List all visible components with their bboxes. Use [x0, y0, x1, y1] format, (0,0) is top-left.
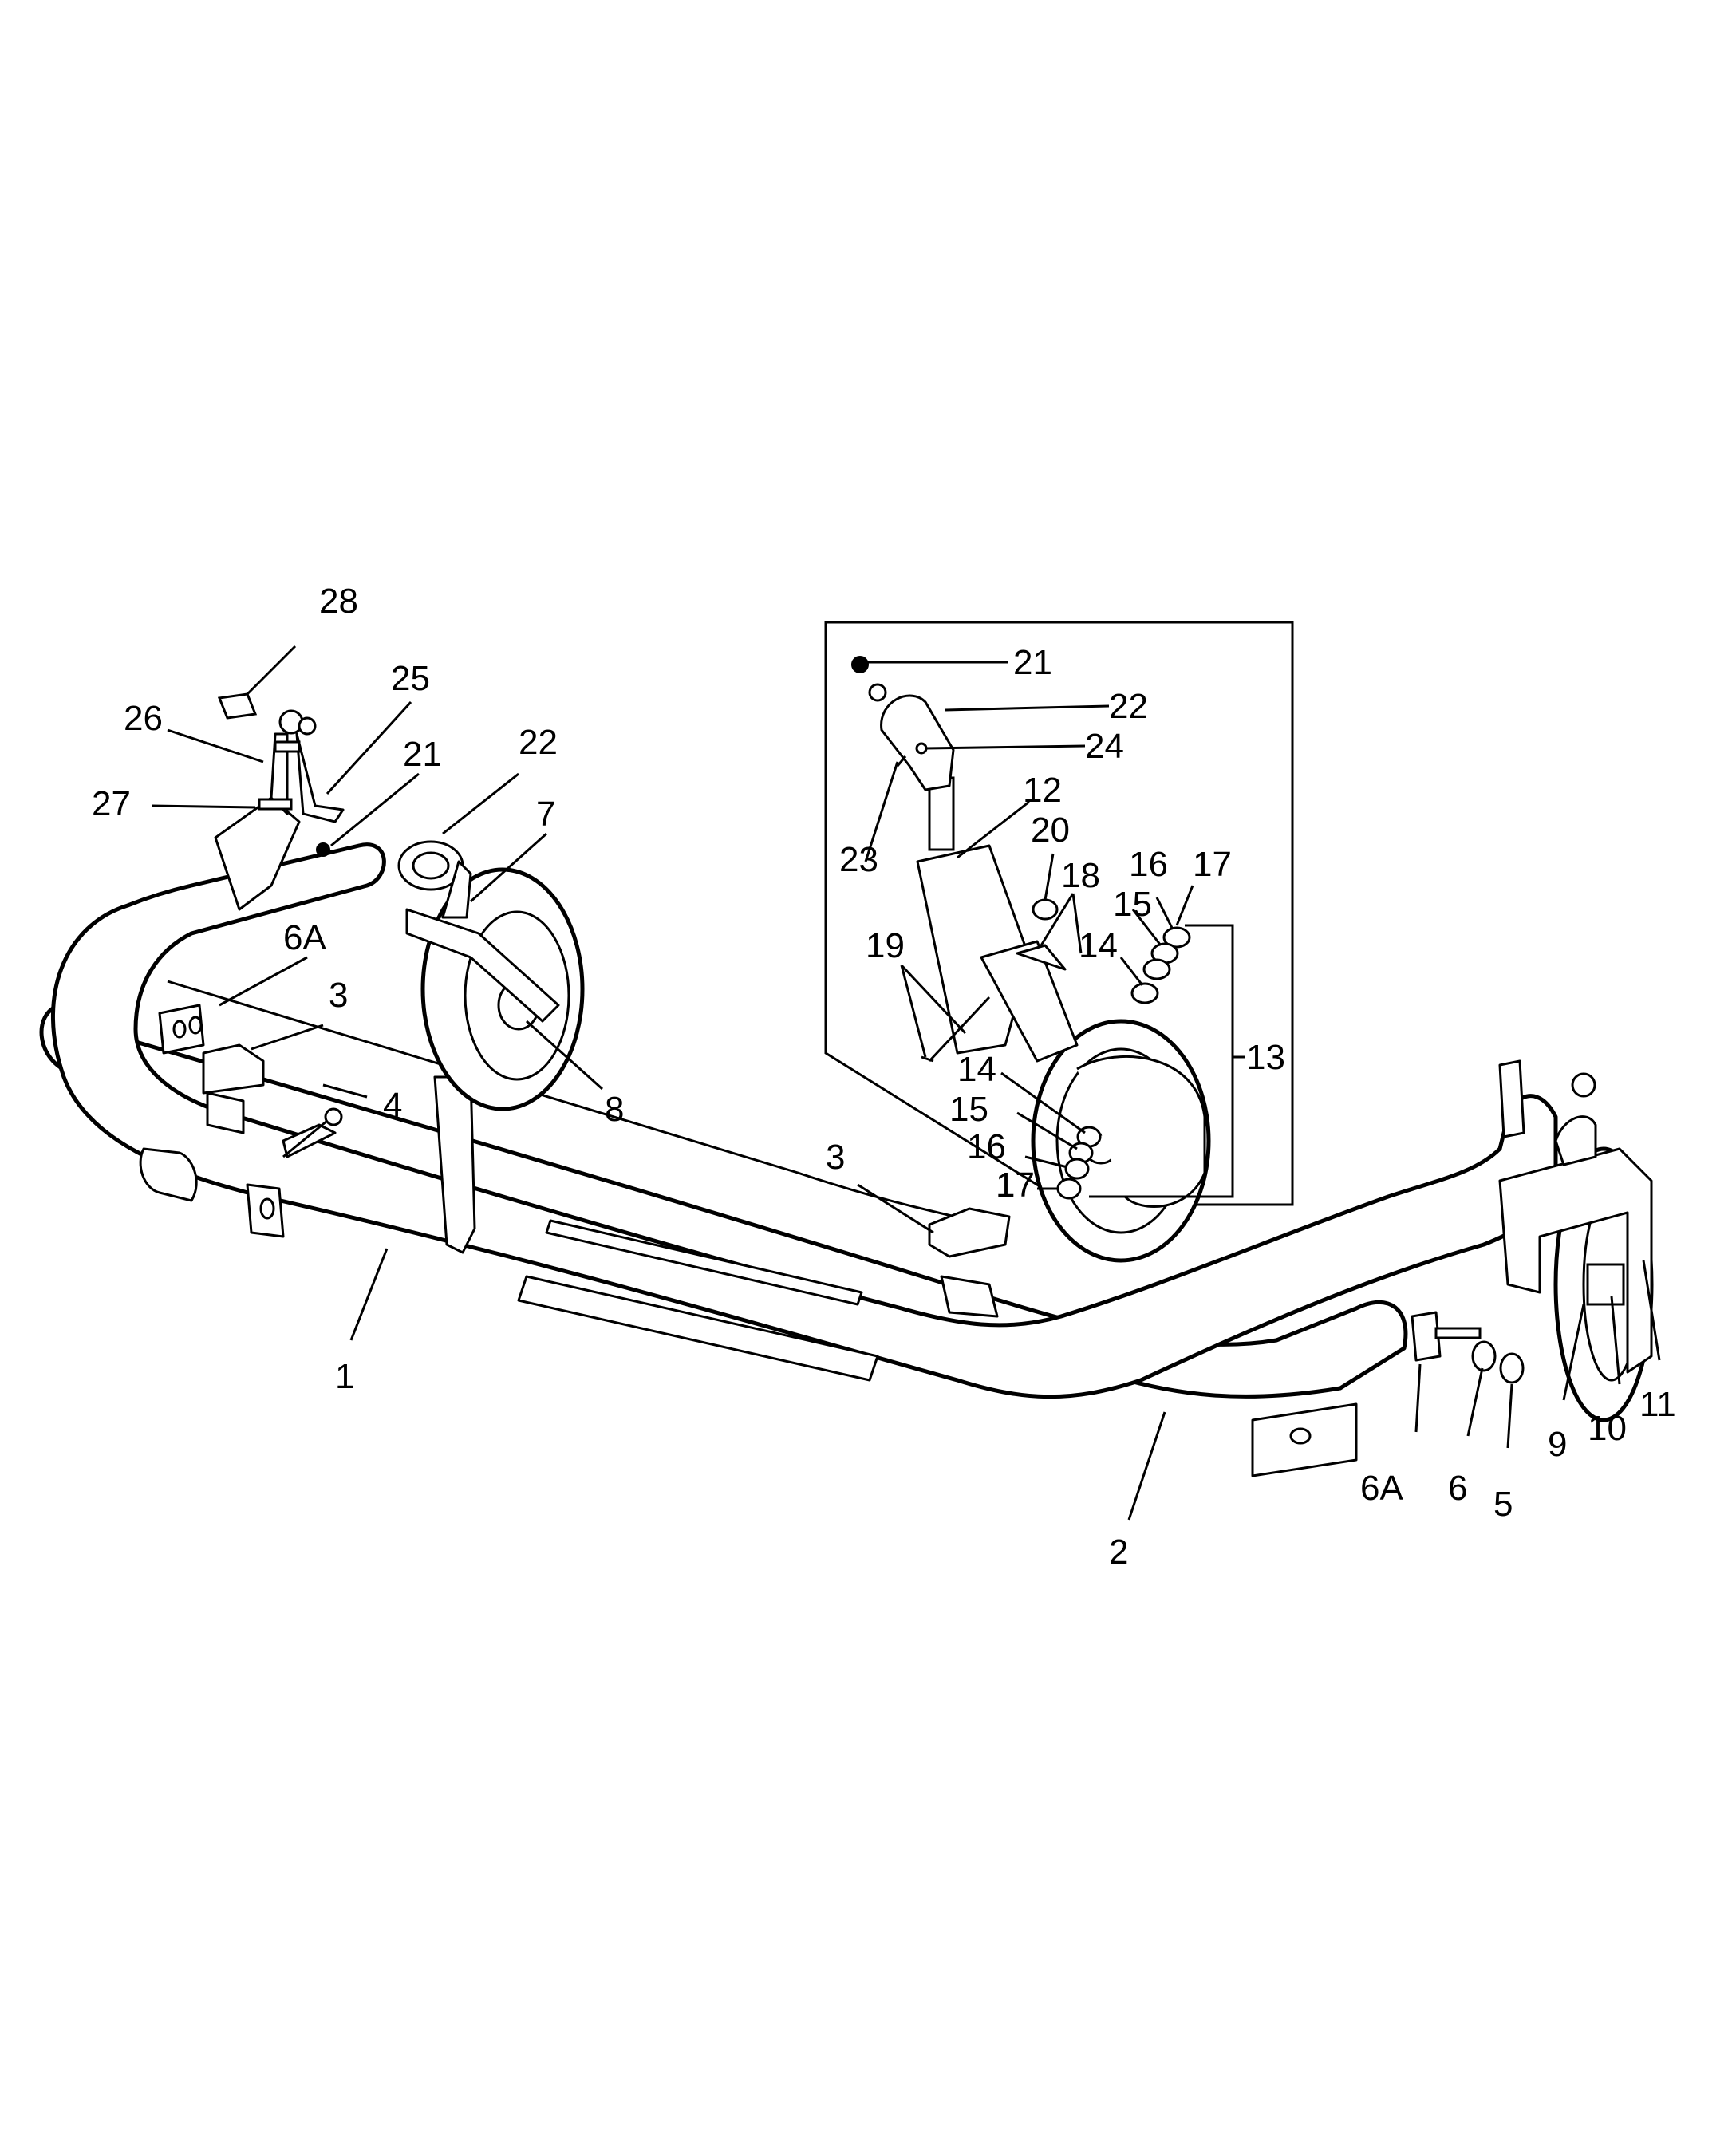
- callout-19: 19: [866, 926, 905, 965]
- callout-15-top: 15: [1113, 885, 1152, 924]
- callout-labels: 28 25 26 21 22 27 7 6A 3 4 8 1 2 3 21 22…: [92, 582, 1676, 1572]
- bracket-3-middle: [928, 1207, 1011, 1258]
- callout-18: 18: [1061, 856, 1100, 895]
- callout-9: 9: [1548, 1425, 1567, 1464]
- callout-12: 12: [1023, 771, 1062, 810]
- callout-16-bottom: 16: [967, 1127, 1006, 1166]
- callout-17-top: 17: [1193, 845, 1232, 884]
- callout-24: 24: [1085, 727, 1124, 766]
- callout-25: 25: [391, 659, 430, 698]
- right-gauge-wheel: [1498, 1059, 1654, 1422]
- callout-3-middle: 3: [826, 1138, 845, 1177]
- callout-13: 13: [1246, 1038, 1285, 1077]
- callout-21-inset: 21: [1013, 643, 1052, 682]
- left-hardware: [202, 1043, 343, 1158]
- callout-1: 1: [335, 1357, 354, 1396]
- callout-15-bottom: 15: [949, 1090, 988, 1129]
- leader-lines: [151, 645, 1661, 1521]
- main-frame-tube: [39, 842, 1558, 1477]
- callout-21-left: 21: [403, 735, 442, 774]
- callout-20: 20: [1031, 811, 1070, 850]
- callout-17-bottom: 17: [996, 1166, 1035, 1205]
- callout-23: 23: [839, 840, 878, 879]
- callout-22-left: 22: [519, 723, 558, 762]
- parking-stand: [214, 692, 345, 911]
- callout-7: 7: [536, 795, 555, 834]
- callout-2: 2: [1109, 1533, 1128, 1572]
- frame-inner-bars: [158, 1004, 476, 1254]
- callout-14-top: 14: [1079, 926, 1118, 965]
- callout-5: 5: [1493, 1485, 1513, 1524]
- callout-6: 6: [1448, 1469, 1467, 1508]
- callout-28: 28: [319, 582, 358, 621]
- callout-14-bottom: 14: [957, 1050, 996, 1089]
- left-gauge-wheel: [397, 840, 585, 1111]
- callout-27: 27: [92, 784, 131, 823]
- callout-4: 4: [383, 1086, 402, 1125]
- callout-6A-left: 6A: [283, 918, 326, 957]
- right-hardware: [1410, 1311, 1525, 1384]
- callout-16-top: 16: [1129, 845, 1168, 884]
- callout-26: 26: [124, 699, 163, 738]
- callout-3-left: 3: [329, 976, 348, 1015]
- callout-8: 8: [605, 1090, 624, 1129]
- callout-11: 11: [1639, 1385, 1676, 1424]
- callout-6A-right: 6A: [1360, 1469, 1403, 1508]
- inset-detail-box: [824, 621, 1294, 1263]
- callout-22-inset: 22: [1109, 687, 1148, 726]
- callout-10: 10: [1588, 1409, 1627, 1448]
